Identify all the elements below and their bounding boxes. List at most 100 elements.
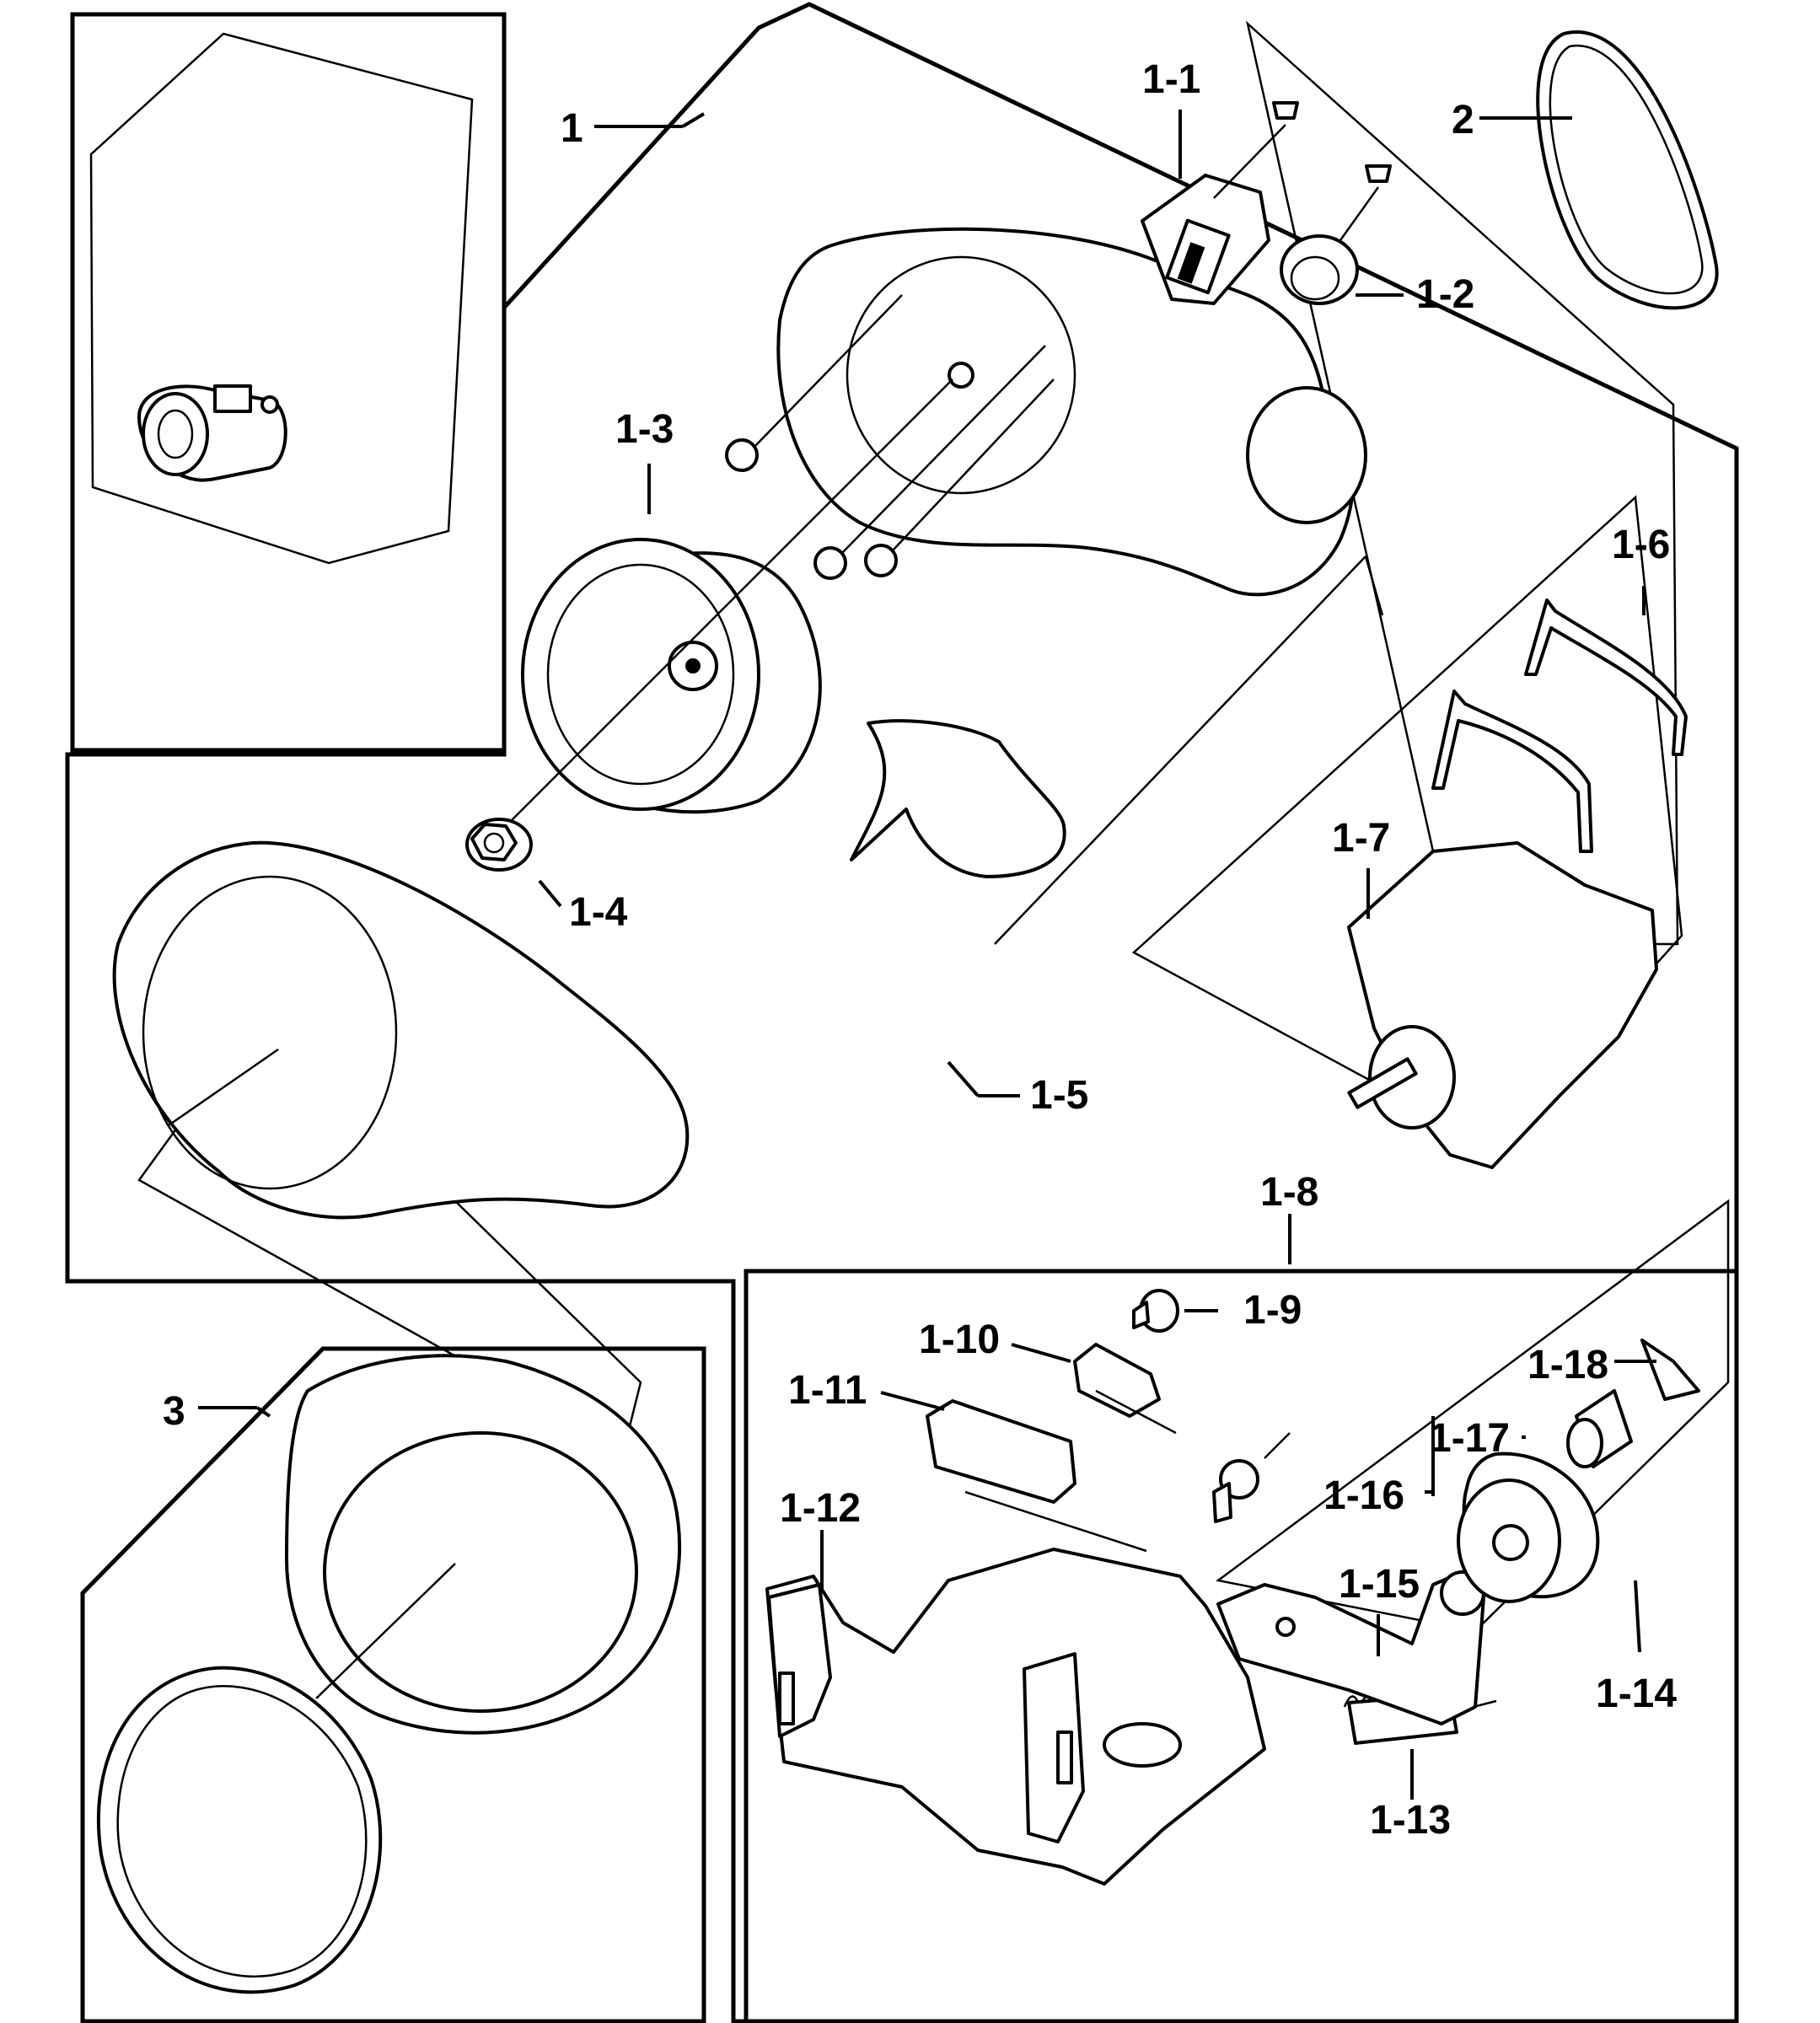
callout-3: 3 <box>163 1389 185 1434</box>
base-slot-left <box>778 1672 795 1725</box>
housing-front-shell <box>112 840 690 1220</box>
part-1-4-nut <box>465 818 533 872</box>
bracket-body <box>926 1399 1076 1504</box>
hi-limit-screw-guide <box>1339 186 1380 241</box>
housing-rear-motor-opening <box>846 255 1076 495</box>
callout-1-4: 1-4 <box>569 890 628 935</box>
callout-1-16: 1-16 <box>1323 1473 1404 1518</box>
part-1-3-blower-wheel <box>488 378 953 844</box>
idler-bracket-hole <box>1275 1617 1296 1637</box>
inset-blower-hub <box>157 409 194 459</box>
callout-1-13: 1-13 <box>1370 1798 1451 1843</box>
leader-1-4 <box>538 879 562 908</box>
base-right-tab <box>1023 1652 1085 1843</box>
part-1-11-bracket <box>926 1399 1147 1553</box>
housing-rear-shell <box>776 227 1355 597</box>
seal-ring <box>96 1666 383 1994</box>
callout-1-18: 1-18 <box>1527 1343 1608 1387</box>
part-1-7-motor <box>1347 841 1658 1169</box>
screw-guide-a <box>754 294 903 448</box>
bracket-guide <box>964 1490 1147 1553</box>
seal-outer <box>96 1666 383 1994</box>
hi-limit-screw <box>1365 164 1392 183</box>
callout-1-17: 1-17 <box>1429 1416 1510 1461</box>
idler-shaft-clip <box>1640 1339 1700 1401</box>
leader-lines <box>198 110 1656 1800</box>
thermostat-screw <box>1272 101 1299 120</box>
leader-1-11 <box>880 1391 945 1411</box>
part-1-1-thermostat <box>1141 101 1299 305</box>
clip-lower <box>1431 690 1593 853</box>
rear-panel-frame <box>80 1346 706 2023</box>
screw-1-9-shank <box>1132 1301 1150 1329</box>
idler-screw <box>1212 1432 1291 1523</box>
hi-limit-body <box>1280 234 1359 305</box>
inset-cabinet-outline <box>89 32 474 565</box>
callout-1-8: 1-8 <box>1260 1170 1318 1215</box>
screw-guide-b <box>842 345 1046 553</box>
base-oval-hole <box>1103 1722 1182 1768</box>
idler-screw-shank <box>1212 1482 1232 1523</box>
blower-wheel-face <box>521 538 760 811</box>
nut-hole <box>483 832 505 854</box>
leader-3b <box>255 1406 271 1418</box>
blower-outline-seg <box>994 555 1366 945</box>
inset-thermostat <box>213 384 252 413</box>
callout-1-15: 1-15 <box>1339 1562 1420 1607</box>
rear-panel-opening <box>323 1431 638 1713</box>
subassembly-frame-1-8 <box>744 1269 1739 2023</box>
belt-inner <box>1549 45 1704 295</box>
callout-1-9: 1-9 <box>1243 1288 1302 1333</box>
part-1-17-idler-pulley <box>1457 1452 1600 1603</box>
callout-1: 1 <box>561 106 583 151</box>
callout-1-3: 1-3 <box>615 407 674 452</box>
callout-1-1: 1-1 <box>1142 57 1200 102</box>
callout-2: 2 <box>1452 98 1474 142</box>
switch-wire <box>1095 1389 1177 1435</box>
idler-group-outline <box>1215 1199 1730 1633</box>
idler-screw-guide <box>1264 1432 1291 1459</box>
housing-screws <box>725 294 1055 580</box>
blower-outline-seg-2 <box>1364 555 1384 616</box>
switch-body <box>1073 1343 1161 1418</box>
blower-wheel-axis <box>488 378 953 844</box>
blower-wheel-inner <box>546 563 735 786</box>
blower-wheel-hub-center <box>685 658 701 673</box>
callout-1-11: 1-11 <box>788 1368 867 1413</box>
part-1-12-motor-base <box>765 1548 1266 1886</box>
air-duct-body <box>850 719 1066 878</box>
part-1-2-hi-limit <box>1280 164 1392 305</box>
callout-1-12: 1-12 <box>780 1486 861 1531</box>
leader-1-10 <box>1011 1343 1071 1363</box>
callout-1-14: 1-14 <box>1596 1672 1677 1716</box>
part-1-5-housing-front <box>112 840 690 1220</box>
callout-1-2: 1-2 <box>1416 272 1474 317</box>
leader-1-5 <box>947 1060 980 1097</box>
part-1-9-screw <box>1132 1289 1179 1333</box>
clip-upper <box>1524 598 1688 756</box>
part-1-18-idler-shaft <box>1566 1339 1700 1468</box>
air-duct <box>850 719 1066 878</box>
inset-frame <box>70 12 507 753</box>
part-1-10-switch <box>1073 1343 1177 1435</box>
screw-a <box>725 438 759 472</box>
pulley-hub <box>1492 1524 1529 1561</box>
callout-1-5: 1-5 <box>1030 1073 1088 1118</box>
base-plate <box>765 1548 1266 1886</box>
seal-inner <box>116 1685 368 1978</box>
motor-shaft <box>1347 1057 1418 1109</box>
screw-b <box>813 546 847 580</box>
screw-guide-c <box>893 378 1055 550</box>
leader-1-14 <box>1634 1580 1641 1653</box>
belt-outer <box>1536 30 1719 310</box>
callout-1-7: 1-7 <box>1332 816 1390 861</box>
idler-shaft-end <box>1566 1418 1603 1468</box>
inset-dryer-cutaway <box>89 32 474 565</box>
hi-limit-face <box>1290 255 1340 301</box>
thermostat-terminal <box>1177 242 1205 284</box>
callout-1-6: 1-6 <box>1612 523 1670 567</box>
housing-front-guide <box>168 1048 279 1127</box>
rear-panel-guide <box>315 1563 456 1699</box>
